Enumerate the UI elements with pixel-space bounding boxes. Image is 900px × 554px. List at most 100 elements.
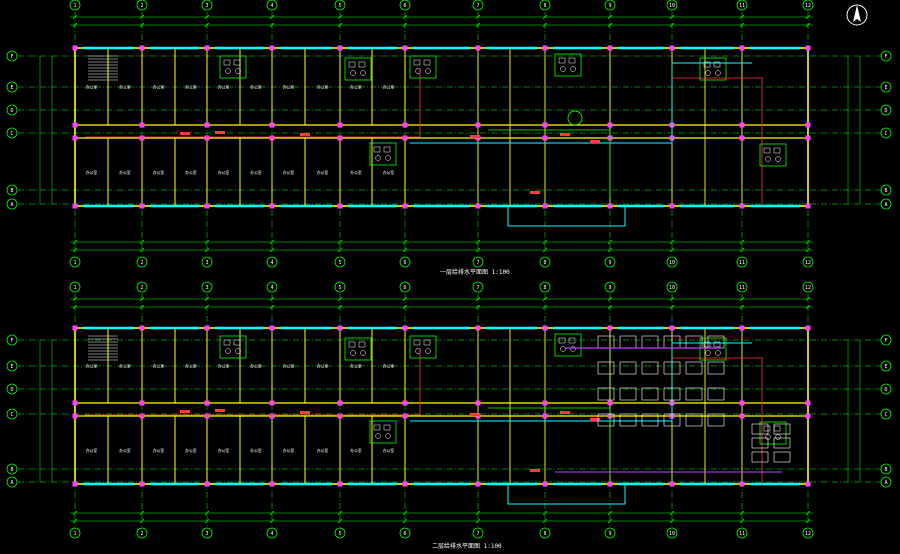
axis-bubble-label: 9 (608, 260, 611, 266)
sanitary-fixture (233, 339, 241, 346)
dimension-tick (475, 518, 481, 524)
axis-bubble-label: 1 (73, 285, 76, 291)
axis-bubble-label: 6 (403, 260, 406, 266)
axis-bubble (604, 0, 616, 11)
structural-column (204, 45, 210, 51)
row-bubble (6, 81, 18, 93)
axis-bubble (472, 527, 484, 539)
fixture-group (409, 55, 437, 79)
dimension-tick (739, 14, 745, 20)
structural-column (805, 325, 811, 331)
structural-column (607, 325, 613, 331)
dimension-tick (72, 247, 78, 253)
structural-column (402, 122, 408, 128)
axis-bubble (69, 527, 81, 539)
axis-bubble-label: 4 (270, 531, 273, 537)
fixture-group (409, 335, 437, 359)
dimension-tick (805, 510, 811, 516)
structural-column (402, 400, 408, 406)
structural-column (607, 203, 613, 209)
axis-bubble-label: 4 (270, 3, 273, 9)
sanitary-fixture (348, 341, 356, 348)
sanitary-fixture (225, 348, 231, 354)
room-label: 办公室 (317, 448, 329, 453)
sanitary-fixture (225, 68, 231, 74)
axis-bubble (736, 281, 748, 293)
dining-table (663, 387, 681, 401)
dimension-tick (139, 510, 145, 516)
structural-column (542, 122, 548, 128)
axis-bubble (266, 256, 278, 268)
sanitary-fixture (385, 433, 391, 439)
room-label: 办公室 (218, 170, 230, 175)
structural-column (337, 400, 343, 406)
dimension-tick (204, 518, 210, 524)
room-label: 办公室 (153, 448, 165, 453)
dimension-tick (805, 304, 811, 310)
row-bubble (6, 127, 18, 139)
axis-bubble-label: 8 (543, 260, 546, 266)
supply-pipe (85, 68, 421, 138)
structural-column (805, 203, 811, 209)
dining-table (641, 413, 659, 427)
structural-column (542, 45, 548, 51)
dimension-tick (72, 510, 78, 516)
water-pipe (488, 407, 611, 476)
dimension-tick (72, 304, 78, 310)
dining-table (773, 437, 791, 449)
dimension-tick (337, 239, 343, 245)
axis-bubble-label: 3 (205, 285, 208, 291)
sanitary-fixture (715, 350, 721, 356)
dimension-tick (542, 22, 548, 28)
row-bubble-label: E (10, 364, 13, 370)
axis-bubble-label: 11 (739, 3, 745, 9)
dimension-tick (542, 239, 548, 245)
row-bubble (6, 184, 18, 196)
row-bubble-label: C (884, 412, 887, 418)
dining-table (685, 361, 703, 375)
row-bubble-label: D (10, 108, 13, 114)
room-label: 办公室 (283, 364, 295, 369)
structural-column (72, 122, 78, 128)
axis-bubble-label: 9 (608, 531, 611, 537)
dimension-tick (542, 296, 548, 302)
sanitary-fixture (350, 70, 356, 76)
sanitary-fixture (233, 59, 241, 66)
axis-bubble-label: 9 (608, 3, 611, 9)
structural-column (139, 122, 145, 128)
dimension-tick (402, 14, 408, 20)
structural-column (669, 45, 675, 51)
axis-bubble-label: 6 (403, 531, 406, 537)
axis-bubble-label: 8 (543, 3, 546, 9)
row-bubble (6, 476, 18, 488)
structural-column (72, 45, 78, 51)
sanitary-fixture (413, 339, 421, 346)
structural-column (739, 135, 745, 141)
dimension-tick (607, 239, 613, 245)
dimension-tick (739, 304, 745, 310)
dimension-tick (402, 510, 408, 516)
axis-bubble-label: 3 (205, 3, 208, 9)
structural-column (542, 481, 548, 487)
structural-column (739, 325, 745, 331)
room-label: 办公室 (317, 364, 329, 369)
row-bubble-label: F (10, 338, 13, 344)
structural-column (337, 481, 343, 487)
sanitary-fixture (358, 341, 366, 348)
sanitary-fixture (570, 66, 576, 72)
structural-column (805, 135, 811, 141)
sanitary-fixture (568, 337, 576, 344)
structural-column (269, 325, 275, 331)
axis-bubble-label: 5 (338, 260, 341, 266)
axis-bubble-label: 10 (669, 531, 675, 537)
fixture-group (219, 55, 247, 79)
dimension-tick (475, 22, 481, 28)
structural-column (542, 203, 548, 209)
structural-column (139, 400, 145, 406)
structural-column (139, 45, 145, 51)
sanitary-fixture (713, 341, 721, 348)
dimension-tick (269, 14, 275, 20)
dimension-tick (805, 14, 811, 20)
axis-bubble (539, 527, 551, 539)
